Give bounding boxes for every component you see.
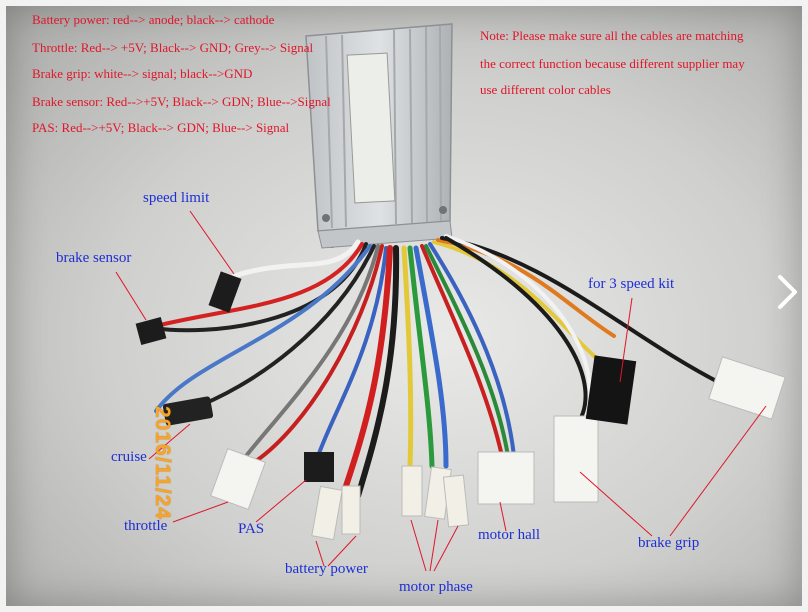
- note-brake-grip: Brake grip: white--> signal; black-->GND: [32, 66, 253, 81]
- controller-box: [305, 23, 453, 249]
- date-stamp: 2016/11/24: [151, 406, 174, 520]
- note-pas: PAS: Red-->+5V; Black--> GDN; Blue--> Si…: [32, 120, 290, 135]
- warning-line-1: Note: Please make sure all the cables ar…: [480, 28, 744, 43]
- label-battery-power: battery power: [285, 561, 368, 577]
- label-speed-limit: speed limit: [143, 190, 210, 206]
- label-cruise: cruise: [111, 449, 147, 465]
- label-pas: PAS: [238, 521, 265, 537]
- note-brake-sensor: Brake sensor: Red-->+5V; Black--> GDN; B…: [32, 94, 331, 109]
- label-motor-hall: motor hall: [478, 527, 541, 543]
- label-brake-grip: brake grip: [638, 535, 700, 551]
- label-brake-sensor: brake sensor: [56, 250, 132, 266]
- product-photo: Battery power: red--> anode; black--> ca…: [6, 6, 802, 606]
- controller-wiring-scene: [115, 23, 786, 572]
- note-throttle: Throttle: Red--> +5V; Black--> GND; Grey…: [32, 40, 314, 55]
- warning-line-3: use different color cables: [480, 82, 611, 97]
- chevron-right-icon: [778, 275, 797, 309]
- annotation-arrows: [115, 210, 767, 572]
- next-image-button[interactable]: [768, 268, 808, 316]
- connectors: [135, 271, 786, 541]
- note-battery: Battery power: red--> anode; black--> ca…: [32, 12, 275, 27]
- label-for-3-speed-kit: for 3 speed kit: [588, 276, 675, 292]
- wire-harness: [152, 234, 728, 499]
- label-motor-phase: motor phase: [399, 579, 473, 595]
- warning-line-2: the correct function because different s…: [480, 56, 745, 71]
- label-throttle: throttle: [124, 518, 168, 534]
